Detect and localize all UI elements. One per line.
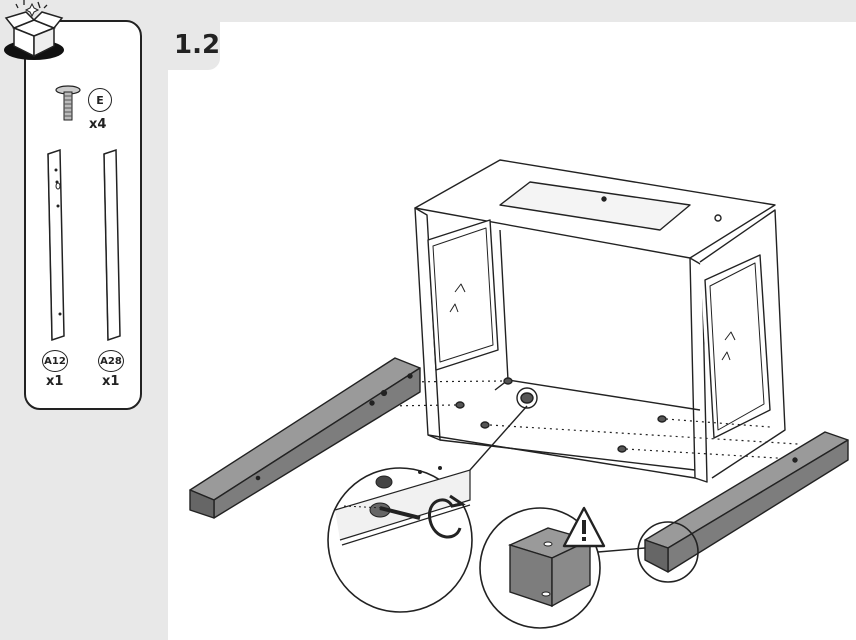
part-a12-label: A12 <box>42 350 68 372</box>
screw-icon <box>55 85 81 121</box>
step-tab <box>168 22 220 70</box>
step-illustration-area <box>168 22 856 640</box>
parts-panel <box>24 20 142 410</box>
part-e-label: E <box>88 88 112 112</box>
part-a28-label: A28 <box>98 350 124 372</box>
part-a28-quantity: x1 <box>102 374 120 389</box>
open-box-icon <box>4 0 64 60</box>
part-a12-quantity: x1 <box>46 374 64 389</box>
part-e-quantity: x4 <box>89 117 107 132</box>
rail-parts-illustration <box>47 148 121 342</box>
step-number: 1.2 <box>174 30 221 60</box>
